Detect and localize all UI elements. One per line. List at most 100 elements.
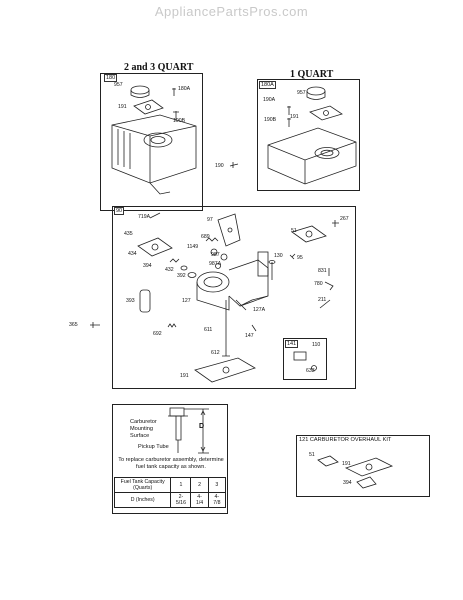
gasket-51 [291,225,327,243]
spring-689 [205,237,219,242]
callout-51-b: 51 [309,452,315,458]
group-tag-141: 141 [285,340,299,348]
bowl-393 [139,289,151,313]
tank-2-3-quart-box [100,73,203,211]
screw-95 [289,253,296,260]
callout-957-a: 957 [114,82,123,88]
callout-190b-b: 190B [264,117,277,123]
callout-211: 211 [318,297,327,303]
spring-692 [167,323,177,328]
oring-987a [215,263,221,269]
screw-190a [287,106,291,115]
screw-190b-b [287,118,291,127]
callout-633: 633 [306,368,315,374]
instruction-text: To replace carburetor assembly, determin… [118,457,224,470]
dimension-cell: 4-7/8 [207,492,227,508]
group-tag-180a: 180A [259,81,276,89]
callout-130: 130 [274,253,283,259]
dimension-cell: 4-1/4 [190,492,209,508]
callout-432: 432 [165,267,174,273]
oring-432 [180,265,188,271]
group-tag-90: 90 [114,207,125,215]
capacity-table: Fuel Tank Capacity (Quarts) 1 2 3 D (Inc… [113,477,227,508]
callout-393: 393 [126,298,135,304]
callout-392: 392 [177,273,186,279]
dimension-cell: 2-5/16 [170,492,192,508]
gasket-191-b [309,105,343,121]
callout-1149: 1149 [187,244,199,250]
pump-141 [293,351,317,371]
spring-211 [319,299,331,309]
callout-957-b: 957 [297,90,306,96]
screw-611 [235,299,247,311]
group-tag-180: 180 [104,74,118,82]
fuel-tank-1-quart [267,127,357,185]
screw-190b [173,111,179,121]
overhaul-seal-394 [356,476,377,489]
capacity-cell: 2 [190,477,209,493]
carburetor-body [196,251,269,311]
dimension-header-cell: D (Inches) [113,492,172,508]
callout-987a: 987A [209,261,222,267]
spring-1149 [210,248,218,256]
label-pickup-tube: Pickup Tube [138,444,169,450]
fuel-cap-957-a [130,85,150,98]
callout-611: 611 [204,327,213,333]
carburetor-box [112,206,356,389]
callout-719a: 719A [138,214,151,220]
screw-190 [229,162,239,168]
callout-127a: 127A [253,307,266,313]
callout-612: 612 [211,350,220,356]
callout-394: 394 [143,263,152,269]
capacity-header-cell: Fuel Tank Capacity (Quarts) [113,477,172,493]
callout-191-d: 191 [342,461,351,467]
callout-365: 365 [69,322,78,328]
callout-394-b: 394 [343,480,352,486]
table-row: Fuel Tank Capacity (Quarts) 1 2 3 [113,477,227,493]
callout-190a: 190A [263,97,276,103]
callout-434: 434 [128,251,137,257]
screw-267 [332,220,339,227]
fuel-tank-2-3-quart [111,114,197,195]
table-row: D (Inches) 2-5/16 4-1/4 4-7/8 [113,492,227,508]
callout-267: 267 [340,216,349,222]
gasket-191-a [133,99,164,115]
throttle-plate-97 [217,213,241,247]
oring-987 [220,253,228,261]
screw-147 [251,324,257,332]
callout-191-a: 191 [118,104,127,110]
group-141-box [283,338,327,380]
label-mounting-surface: Carburetor Mounting Surface [130,419,157,439]
screw-719a [149,212,161,219]
callout-191-c: 191 [180,373,189,379]
label-d-dimension: D [199,423,205,430]
callout-180a: 180A [178,86,191,92]
pickup-tube-612 [222,300,230,357]
link-780 [324,281,334,291]
header-1-quart: 1 QUART [290,69,334,80]
overhaul-gasket-51 [317,455,339,467]
screw-180a [172,88,176,96]
spring-394 [169,258,180,263]
callout-191-b: 191 [290,114,299,120]
tank-1-quart-box [257,79,360,191]
screw-365 [90,322,100,328]
callout-127: 127 [182,298,191,304]
measurement-diagram [168,407,209,454]
header-2-3-quart: 2 and 3 QUART [124,62,194,73]
pipe-130 [268,260,276,280]
callout-987: 987 [211,252,220,258]
overhaul-kit-box [296,435,430,497]
capacity-cell: 1 [170,477,192,493]
callout-831: 831 [318,268,327,274]
callout-689: 689 [201,234,210,240]
diaphragm-plate-434 [137,237,173,257]
washer-392 [187,272,197,278]
callout-190b: 190B [173,118,186,124]
capacity-cell: 3 [207,477,227,493]
overhaul-gasket-191 [344,457,394,477]
callout-95: 95 [297,255,303,261]
callout-110: 110 [312,342,321,348]
callout-435: 435 [124,231,133,237]
